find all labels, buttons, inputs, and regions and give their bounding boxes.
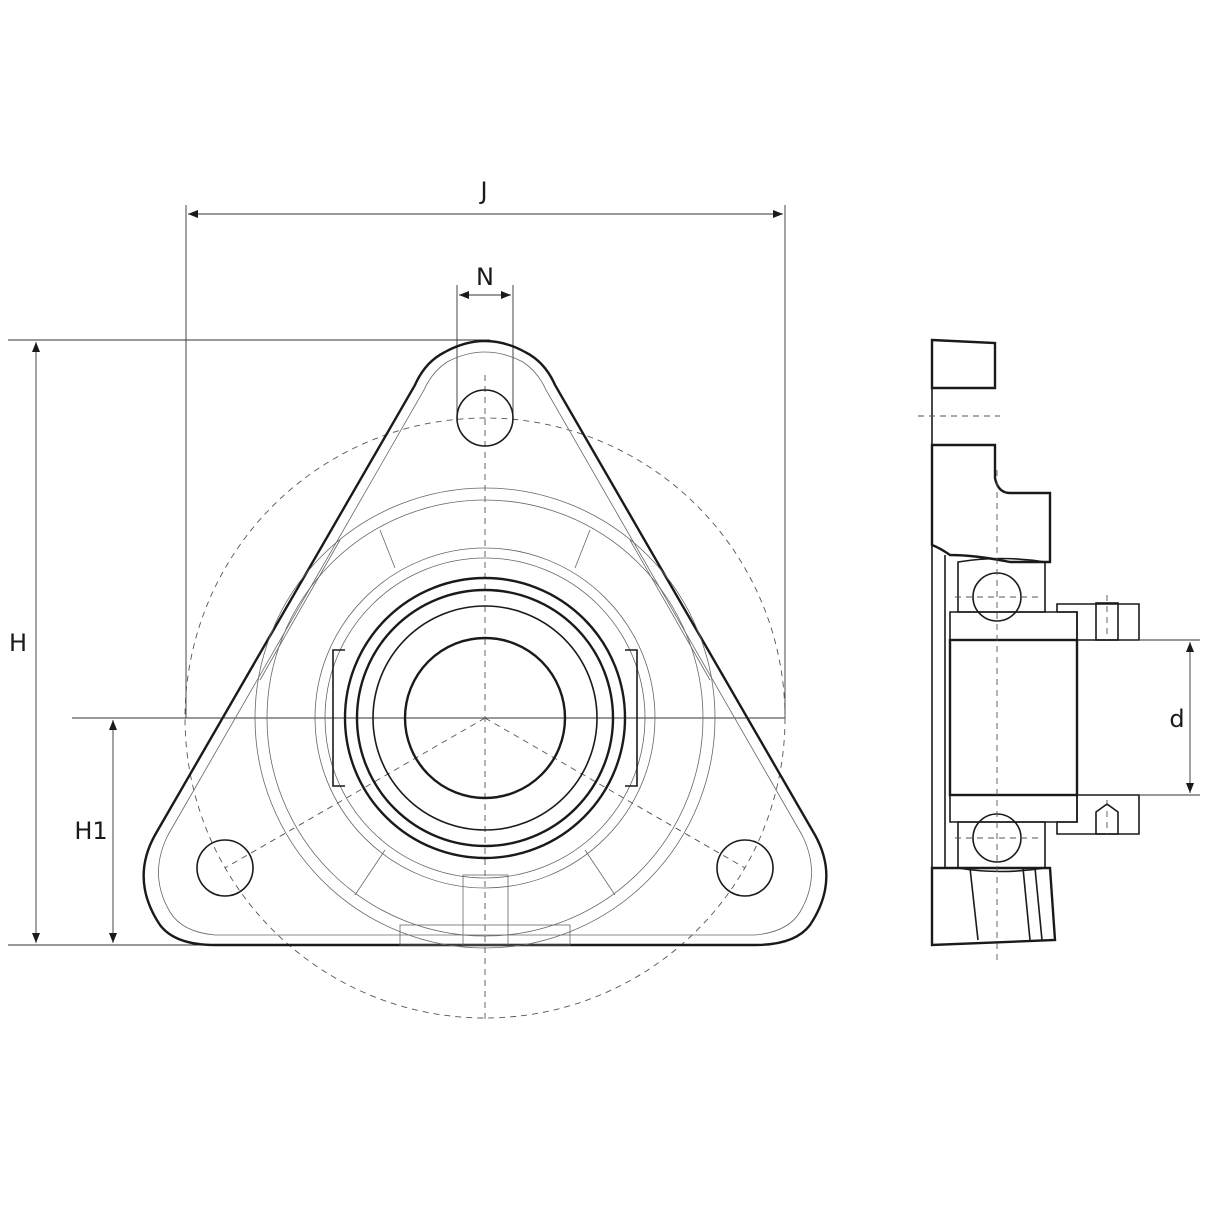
side-section-view [918,338,1140,960]
inner-ring-bore [948,638,1079,797]
dimension-j: J [185,177,786,718]
bolt-hole-top [456,389,514,447]
flange-outline [142,339,828,947]
front-view [142,339,828,1020]
label-h: H [9,629,27,657]
label-h1: H1 [74,817,107,845]
dimension-d: d [1140,639,1200,796]
bearing-outer-ring [343,576,627,860]
label-n: N [476,263,494,291]
label-d: d [1169,705,1184,733]
shaft-bore [403,636,567,800]
bolt-hole-left [196,839,254,897]
dimension-n: N [456,263,514,420]
bolt-hole-right [716,839,774,897]
dimension-h1: H1 [72,717,785,943]
bolt-circle [184,417,786,1019]
label-j: J [478,177,487,205]
dimension-h: H [8,339,490,946]
